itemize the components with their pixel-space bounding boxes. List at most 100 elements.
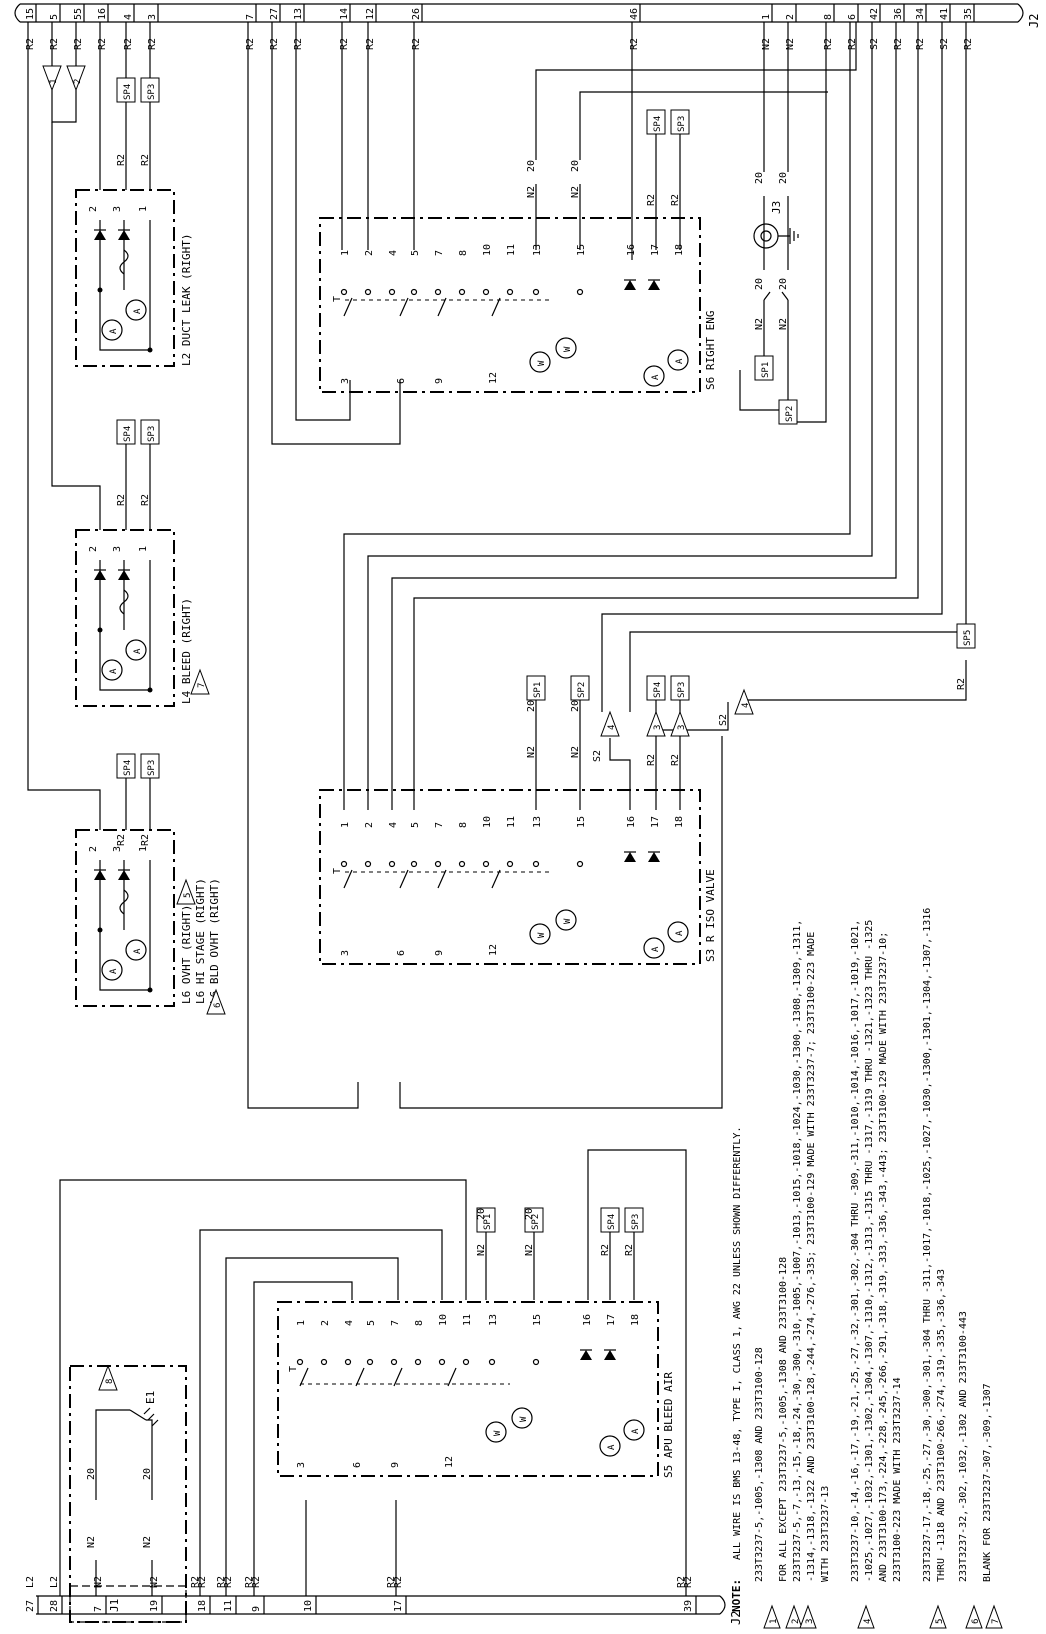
switch-blade: [393, 1367, 403, 1387]
flag-number: 4: [741, 703, 751, 708]
bottom-wire-label: L2: [25, 1576, 36, 1588]
motor-circle: [555, 909, 577, 931]
splice-label: SP3: [677, 682, 687, 698]
flag-triangle: [646, 710, 666, 737]
switch-pin-number: 4: [388, 822, 399, 828]
wire-gauge-label: N2: [476, 1244, 487, 1256]
note-flag-1: 1: [763, 1604, 781, 1629]
wire-gauge-label: 20: [526, 700, 537, 712]
connector-label-j1: J1: [108, 1599, 121, 1612]
flag-number: 8: [105, 1379, 115, 1384]
flag-number: 1: [49, 79, 59, 84]
splice-tag-sp3: SP3: [140, 419, 160, 445]
flag-number: 5: [935, 1619, 945, 1624]
switch-pin-number: 1: [296, 1320, 307, 1326]
switch-pin-number: 3: [296, 1462, 307, 1468]
lamp-circle: [101, 659, 123, 681]
note-flag-5: 5: [176, 878, 196, 905]
lamp-circle: [599, 1435, 621, 1457]
switch-contact: [482, 860, 490, 868]
flag-triangle: [785, 1604, 803, 1629]
lamp-symbol: A: [599, 1435, 621, 1457]
motor-letter: W: [493, 1430, 503, 1436]
flag-number: 2: [73, 79, 83, 84]
wire-gauge-label: R2: [140, 154, 151, 166]
splice-label: SP4: [653, 682, 663, 698]
wire-gauge-label: N2: [570, 186, 581, 198]
lamp-symbol: A: [643, 365, 665, 387]
splice-label: SP4: [123, 760, 133, 776]
connector-label-j2-top: J2: [1027, 14, 1041, 28]
top-wire-label: R2: [293, 38, 304, 50]
splice-box: [524, 1207, 544, 1233]
switch-contact: [532, 1358, 540, 1366]
bottom-wire-label: N2: [149, 1576, 160, 1588]
splice-tag-sp4: SP4: [116, 753, 136, 779]
top-wire-label: N2: [761, 38, 772, 50]
note-flag-4: 4: [600, 710, 620, 737]
lamp-letter: A: [675, 930, 685, 936]
wire-gauge-label: R2: [646, 194, 657, 206]
splice-box: [754, 355, 774, 381]
wire-gauge-label: 20: [754, 172, 765, 184]
lamp-circle: [623, 1419, 645, 1441]
motor-letter: W: [563, 346, 573, 352]
switch-pin-number: 8: [458, 250, 469, 256]
top-pin-number: 5: [49, 14, 60, 20]
top-pin-number: 15: [25, 8, 36, 20]
l4-bleed-label: L4 BLEED (RIGHT): [180, 598, 193, 704]
splice-label: SP1: [483, 1214, 493, 1230]
wire-gauge-label: R2: [670, 194, 681, 206]
l6-lights: L6 OVHT (RIGHT) L6 HI STAGE (RIGHT) L6 B…: [75, 829, 221, 1007]
wire-gauge-label: R2: [676, 1576, 687, 1588]
switch-pin-number: 2: [364, 822, 375, 828]
lamp-letter: A: [109, 328, 119, 334]
splice-label: SP4: [607, 1214, 617, 1230]
splice-label: SP3: [677, 116, 687, 132]
splice-label: SP3: [147, 760, 157, 776]
lamp-letter: A: [133, 948, 143, 954]
light-return: [99, 630, 150, 691]
flag-number: 2: [791, 1619, 801, 1624]
switch-contact: [296, 1358, 304, 1366]
switch-contact: [458, 860, 466, 868]
top-wire-label: S2: [869, 38, 880, 50]
switch-pin-number: 1: [340, 250, 351, 256]
flag-triangle: [98, 1364, 118, 1391]
toggle-letter: T: [332, 296, 343, 302]
filament-symbol: [119, 249, 129, 275]
splice-box: [526, 675, 546, 701]
lamp-symbol: A: [125, 639, 147, 661]
lamp-symbol: A: [667, 349, 689, 371]
top-pin-number: 41: [939, 8, 950, 20]
splice-tag-sp3: SP3: [140, 753, 160, 779]
note-flag-4: 4: [857, 1604, 875, 1629]
junction-dot: [147, 347, 153, 353]
wire-gauge-label: N2: [86, 1536, 97, 1548]
note-line: 233T3237-10,-14,-16,-17,-19,-21,-25,-27,…: [850, 920, 861, 1582]
switch-pin-number: 13: [488, 1314, 499, 1326]
splice-tag-sp5: SP5: [956, 623, 976, 649]
splice-box: [670, 109, 690, 135]
lamp-letter: A: [133, 308, 143, 314]
top-pin-number: 42: [869, 8, 880, 20]
splice-box: [646, 675, 666, 701]
junction-dot: [97, 287, 103, 293]
switch-blade: [437, 297, 447, 317]
switch-blade: [343, 869, 353, 889]
switch-contact: [488, 1358, 496, 1366]
switch-pin-number: 9: [434, 378, 445, 384]
splice-tag-sp2: SP2: [524, 1207, 544, 1233]
switch-contact: [344, 1358, 352, 1366]
switch-pin-number: 8: [458, 822, 469, 828]
l6-ovht-label: L6 OVHT (RIGHT): [180, 905, 193, 1004]
wire-gauge-label: N2: [526, 186, 537, 198]
motor-circle: [485, 1421, 507, 1443]
splice-label: SP3: [147, 84, 157, 100]
splice-tag-sp2: SP2: [570, 675, 590, 701]
switch-pin-number: 15: [576, 244, 587, 256]
l6-bld-ovht-label: L6 BLD OVHT (RIGHT): [208, 878, 221, 1004]
filament-symbol: [119, 889, 129, 915]
s3-label: S3 R ISO VALVE: [704, 869, 717, 962]
